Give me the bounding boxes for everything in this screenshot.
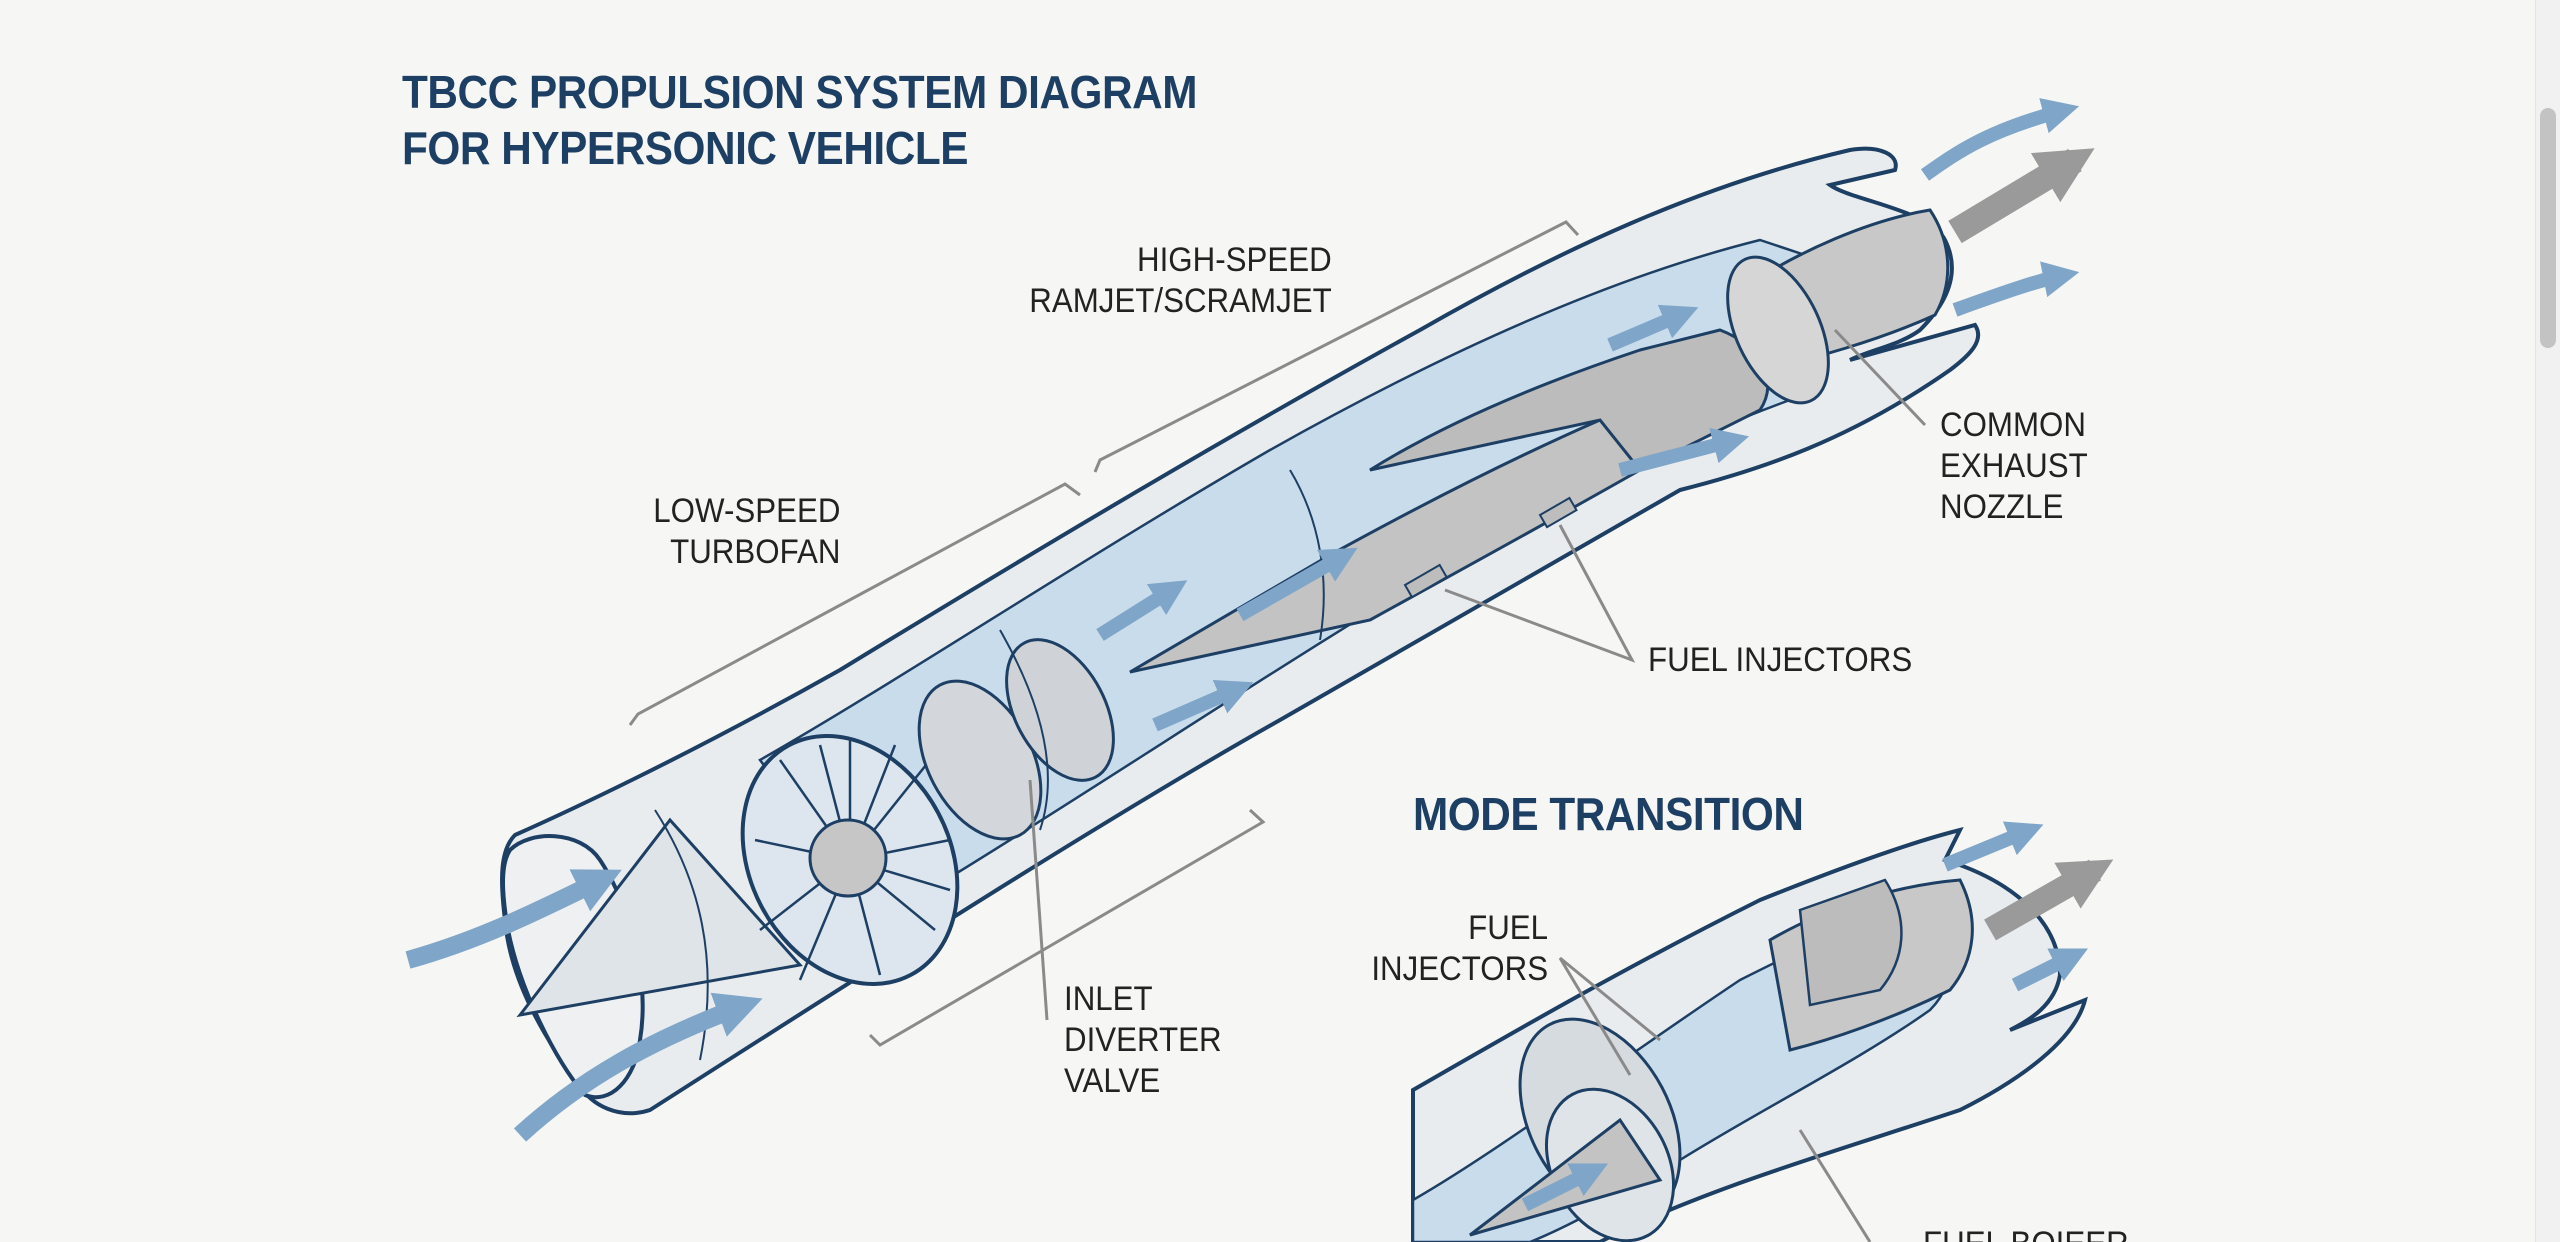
fuel-injector-a — [1403, 563, 1449, 599]
section-brackets — [628, 220, 1580, 1047]
diagram-title: TBCC PROPULSION SYSTEM DIAGRAM FOR HYPER… — [402, 64, 1197, 176]
diagram-title-line-1: TBCC PROPULSION SYSTEM DIAGRAM — [402, 66, 1198, 118]
inset-flap — [1798, 878, 1903, 1007]
leader-exhaust — [1833, 328, 1927, 427]
inset-flow-arrow — [1521, 1163, 1609, 1212]
mode-transition-engine — [1411, 827, 2088, 1242]
leader-inlet-diverter — [1028, 779, 1049, 1021]
leader-lines — [1028, 328, 1927, 1021]
label-fuel-injectors: FUEL INJECTORS — [1648, 641, 1913, 679]
label-common-exhaust-nozzle: COMMON EXHAUST NOZZLE — [1940, 406, 2088, 526]
internal-flow-arrows — [1096, 304, 1750, 732]
leader-fuel-injectors — [1444, 524, 1636, 663]
vertical-scrollbar[interactable] — [2535, 0, 2560, 1242]
exhaust-turbine-ring — [1726, 255, 1830, 405]
label-low-speed: LOW-SPEED TURBOFAN — [652, 492, 840, 571]
bracket-high-speed — [1093, 220, 1580, 473]
exhaust-arrows — [1920, 98, 2095, 317]
bracket-lower — [868, 808, 1266, 1047]
label-high-speed: HIGH-SPEED RAMJET/SCRAMJET — [1029, 241, 1332, 320]
scrollbar-thumb[interactable] — [2540, 108, 2556, 348]
turbofan-spinner — [808, 818, 888, 898]
inset-leader-bottom — [1798, 1129, 1872, 1242]
inset-leader-lines — [1558, 956, 1872, 1242]
inlet-ramp — [516, 817, 803, 1018]
engine-core-body — [1369, 328, 1770, 472]
inlet-flow-arrows — [405, 869, 763, 1142]
inset-leader-fuel-b — [1558, 957, 1632, 1076]
label-inlet-diverter-valve: INLET DIVERTER VALVE — [1064, 980, 1222, 1100]
inset-leader-fuel-a — [1559, 956, 1661, 1042]
fuel-injector-b — [1538, 496, 1578, 529]
diagram-title-line-2: FOR HYPERSONIC VEHICLE — [402, 122, 968, 174]
label-fuel-injectors-inset: FUEL INJECTORS — [1371, 909, 1548, 988]
compressor-stage-2 — [1005, 638, 1115, 782]
mode-transition-heading: MODE TRANSITION — [1413, 788, 1804, 840]
label-fuel-bottom: FUEL BOIEER — [1923, 1224, 2129, 1242]
bracket-low-speed — [628, 482, 1081, 726]
inset-exhaust-arrows — [1942, 821, 2114, 992]
